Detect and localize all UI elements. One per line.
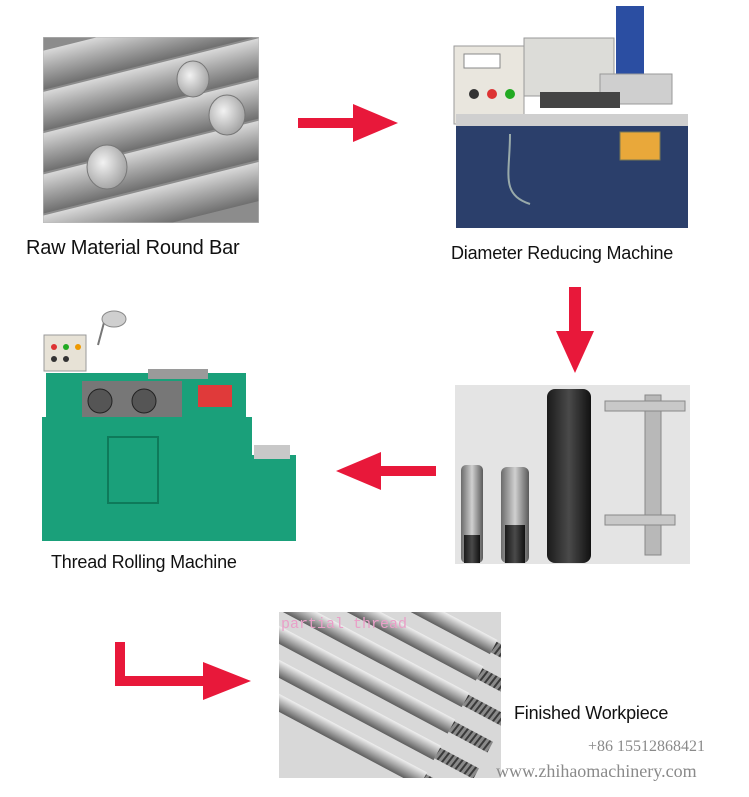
thread-rolling-machine-photo <box>38 305 300 543</box>
step-label-thread-rolling: Thread Rolling Machine <box>51 552 237 572</box>
round-bars-illustration <box>43 37 259 223</box>
corner-arrow-icon <box>115 642 251 704</box>
step-label-finished-workpiece: Finished Workpiece <box>514 703 669 723</box>
reduced-bars-caliper-illustration <box>455 385 690 564</box>
threaded-bars-illustration <box>279 612 501 778</box>
diameter-reducing-machine-photo <box>440 4 696 230</box>
raw-material-photo <box>43 37 259 223</box>
finished-workpiece-photo: partial thread <box>279 612 501 778</box>
step-label-diameter-reducing: Diameter Reducing Machine <box>451 243 674 263</box>
reduced-workpieces-photo <box>455 385 690 564</box>
watermark-website: www.zhihaomachinery.com <box>496 761 697 781</box>
arrow-down-icon <box>556 287 594 373</box>
arrow-right-icon <box>298 104 398 142</box>
watermark-phone: +86 15512868421 <box>588 738 706 755</box>
arrow-left-icon <box>336 452 436 490</box>
reducing-machine-illustration <box>440 4 696 230</box>
step-label-raw-material: Raw Material Round Bar <box>26 237 240 259</box>
partial-thread-overlay: partial thread <box>281 616 408 633</box>
thread-rolling-machine-illustration <box>38 305 300 543</box>
